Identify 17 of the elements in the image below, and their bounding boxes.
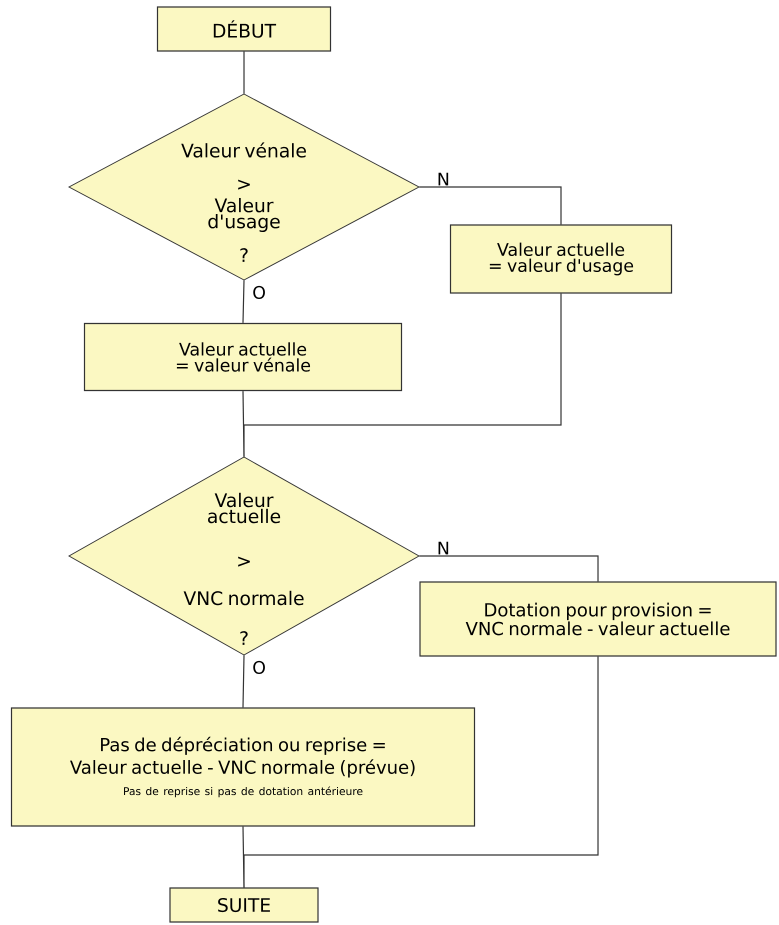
process-box: Valeur actuelle = valeur d'usage bbox=[450, 224, 672, 294]
process-box: Pas de dépréciation ou reprise = Valeur actuelle - VNC normale (prévue) Pas de reprise si pas de dotation antérieure bbox=[10, 707, 476, 827]
edge-label: O bbox=[253, 286, 265, 299]
edge-label: O bbox=[253, 660, 265, 674]
connector-line bbox=[243, 52, 245, 94]
process-box: DÉBUT bbox=[156, 6, 332, 52]
connector-line bbox=[242, 280, 245, 323]
edge-label: N bbox=[438, 172, 448, 186]
connector-line bbox=[419, 555, 599, 582]
connector-line bbox=[242, 655, 245, 708]
connector-line bbox=[242, 826, 245, 888]
edge-label: N bbox=[438, 542, 448, 554]
connector-line bbox=[242, 391, 245, 457]
process-box: Dotation pour provision = VNC normale - valeur actuelle bbox=[419, 581, 777, 657]
connector-line bbox=[419, 186, 562, 224]
process-box: Valeur actuelle = valeur vénale bbox=[84, 322, 402, 392]
process-box: SUITE bbox=[169, 887, 319, 923]
